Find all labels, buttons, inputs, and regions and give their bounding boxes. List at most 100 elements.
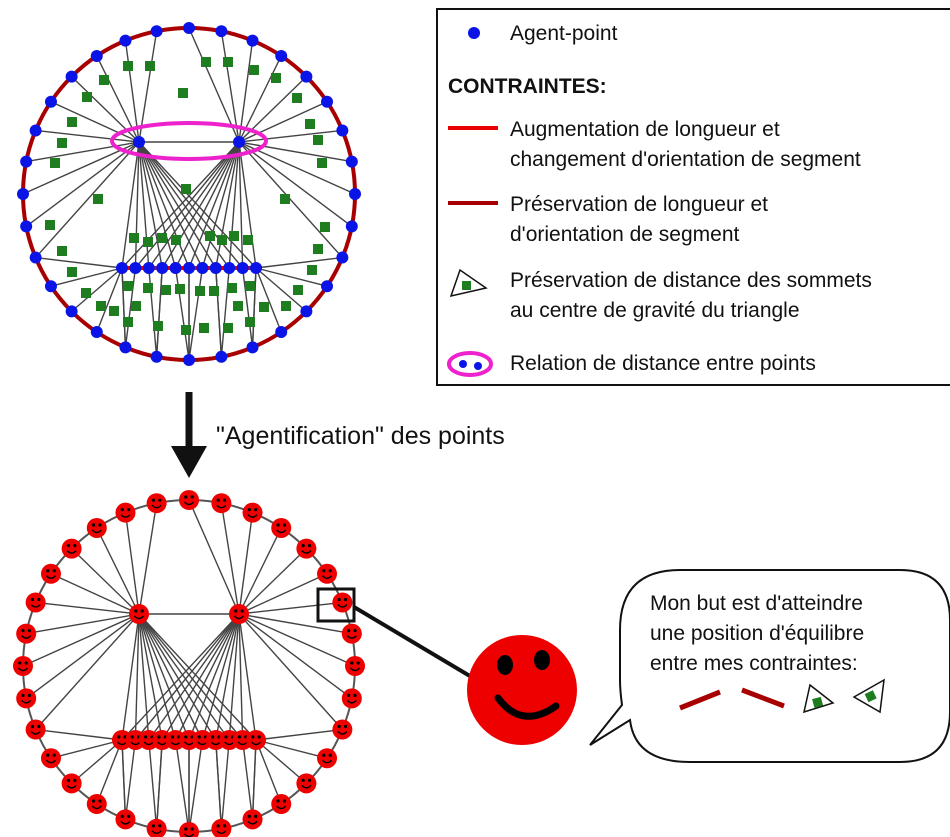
agent-smiley: [271, 517, 292, 538]
agent-point: [65, 305, 78, 318]
triangle-centroid-square: [217, 235, 227, 245]
triangle-centroid-square: [223, 57, 233, 67]
agent-point: [300, 305, 313, 318]
triangle-centroid-square: [320, 222, 330, 232]
triangle-centroid-square: [143, 237, 153, 247]
ellipse-icon: [447, 351, 493, 377]
triangle-centroid-square: [131, 301, 141, 311]
agentification-label: "Agentification" des points: [216, 422, 505, 450]
agent-smiley: [341, 688, 362, 709]
agent-point: [236, 262, 249, 274]
agent-point: [321, 280, 334, 293]
triangle-icon: [449, 268, 488, 298]
legend-agent-point-label: Agent-point: [510, 22, 618, 45]
triangle-centroid-square: [259, 302, 269, 312]
agent-point: [129, 262, 142, 274]
triangle-centroid-square: [229, 231, 239, 241]
agent-smiley: [345, 656, 365, 676]
agent-smiley: [317, 563, 338, 584]
triangle-icon: [802, 683, 835, 714]
agent-smiley: [211, 818, 232, 837]
agent-point: [142, 262, 155, 274]
legend-frame: [436, 8, 950, 386]
agent-point: [20, 155, 33, 168]
agent-smiley: [25, 592, 46, 613]
agent-point: [116, 262, 128, 274]
triangle-centroid-square: [313, 244, 323, 254]
triangle-centroid-square: [199, 323, 209, 333]
bubble-line-3: entre mes contraintes:: [650, 652, 858, 675]
agent-point: [223, 262, 236, 274]
triangle-centroid-square: [271, 73, 281, 83]
agent-point: [246, 34, 259, 47]
legend-item-rigid-line2: d'orientation de segment: [510, 223, 739, 246]
agent-smiley: [242, 502, 263, 523]
triangle-centroid-square: [157, 233, 167, 243]
agent-smiley: [146, 493, 167, 514]
selected-agent-frame: [316, 587, 356, 623]
agent-point: [20, 220, 33, 233]
triangle-icon: [852, 678, 885, 714]
agentification-arrow: [171, 392, 207, 478]
agent-smiley: [242, 809, 263, 830]
triangle-centroid-square: [317, 158, 327, 168]
agent-point: [17, 188, 29, 200]
agent-point: [119, 341, 132, 354]
agent-point: [150, 25, 163, 38]
agent-smiley: [341, 623, 362, 644]
agent-point: [300, 70, 313, 83]
triangle-centroid-square: [93, 194, 103, 204]
triangle-centroid-square: [123, 317, 133, 327]
agent-point: [196, 262, 209, 274]
agent-point: [90, 326, 103, 339]
triangle-centroid-square: [123, 61, 133, 71]
agent-smiley: [246, 730, 266, 750]
agent-smiley: [271, 794, 292, 815]
agent-smiley: [115, 502, 136, 523]
darkred-segment-icon: [741, 687, 785, 709]
legend-item-triangle-line1: Préservation de distance des sommets: [510, 269, 872, 292]
triangle-centroid-square: [175, 284, 185, 294]
legend-box: Agent-point CONTRAINTES: Augmentation de…: [436, 8, 950, 386]
triangle-centroid-square: [245, 281, 255, 291]
triangle-centroid-square: [143, 283, 153, 293]
agent-point: [183, 354, 195, 366]
agent-smiley: [211, 493, 232, 514]
agent-point: [90, 49, 103, 62]
agent-smiley: [146, 818, 167, 837]
triangle-centroid-square: [171, 235, 181, 245]
agent-mesh-figure: [13, 490, 365, 837]
agent-point: [65, 70, 78, 83]
agent-smiley: [296, 538, 317, 559]
bubble-line-1: Mon but est d'atteindre: [650, 592, 863, 615]
agent-point: [29, 124, 42, 137]
agent-smiley: [115, 809, 136, 830]
triangle-centroid-square: [243, 235, 253, 245]
triangle-centroid-square: [195, 286, 205, 296]
smiley-icon: [467, 635, 577, 745]
triangle-centroid-square: [161, 285, 171, 295]
zoom-connector: [352, 605, 492, 690]
agent-point: [345, 220, 358, 233]
agent-point: [250, 262, 262, 274]
agent-point: [183, 22, 195, 34]
agent-point: [246, 341, 259, 354]
legend-title: CONTRAINTES:: [448, 75, 607, 98]
agent-point: [133, 136, 145, 148]
agent-point: [215, 25, 228, 38]
triangle-centroid-square: [50, 158, 60, 168]
triangle-centroid-square: [67, 117, 77, 127]
agent-point: [275, 326, 288, 339]
agent-smiley: [13, 656, 33, 676]
triangle-centroid-square: [123, 281, 133, 291]
agent-smiley: [61, 538, 82, 559]
agent-smiley: [40, 563, 61, 584]
agent-smiley: [86, 794, 107, 815]
agent-smiley: [129, 604, 149, 624]
agent-point: [336, 251, 349, 264]
triangle-centroid-square: [205, 231, 215, 241]
triangle-centroid-square: [145, 61, 155, 71]
agent-point: [150, 350, 163, 363]
triangle-centroid-square: [292, 93, 302, 103]
